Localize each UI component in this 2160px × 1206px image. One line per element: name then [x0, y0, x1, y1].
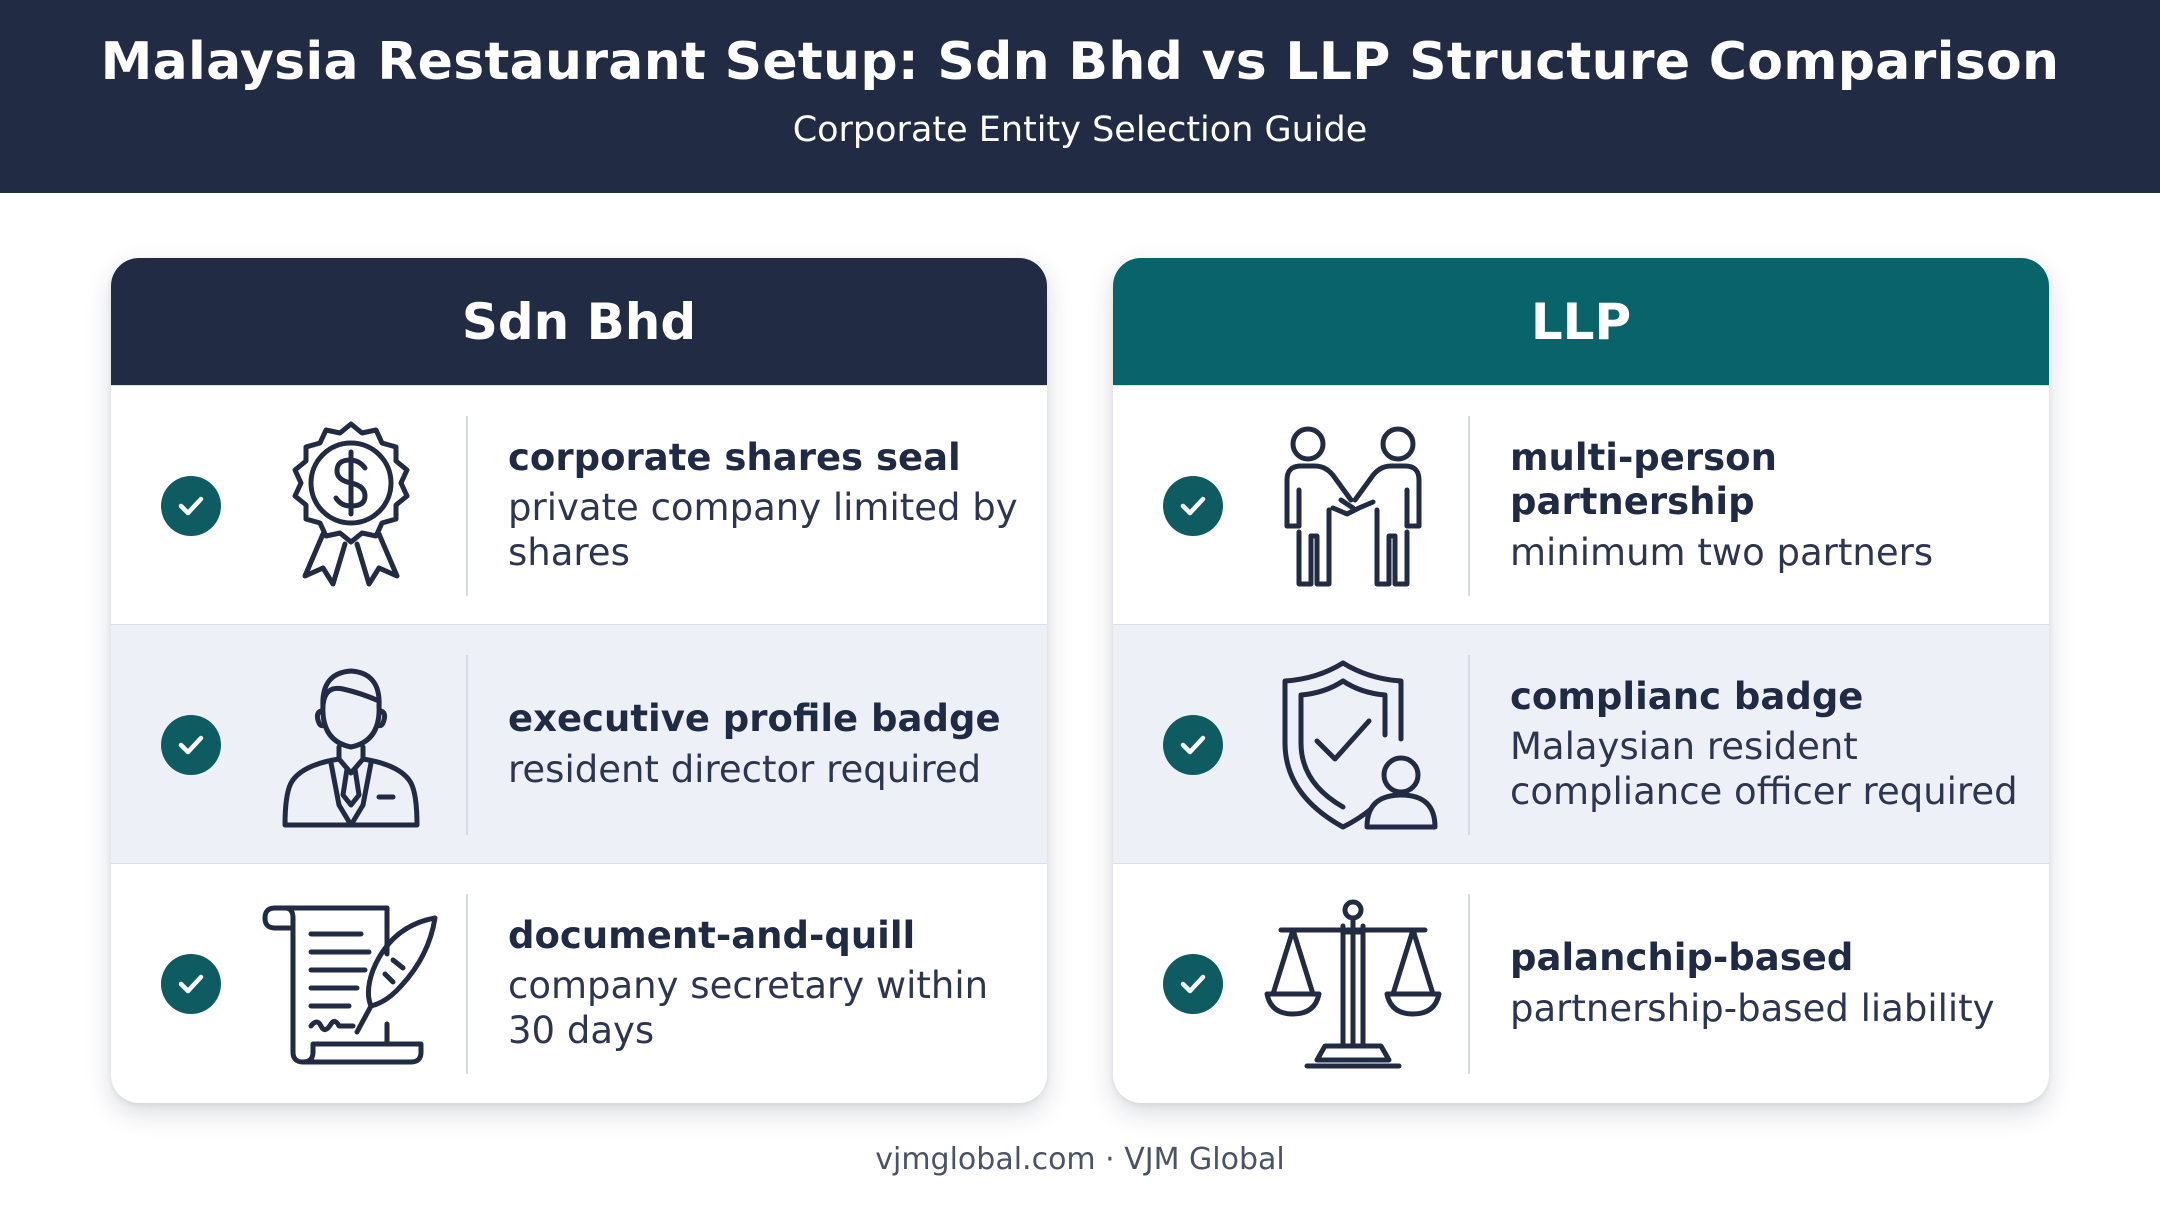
list-item: document-and-quill company secretary wit…: [111, 863, 1047, 1102]
row-description: resident director required: [508, 747, 982, 791]
list-item: complianc badge Malaysian resident compl…: [1113, 624, 2049, 863]
check-icon: [161, 476, 221, 536]
row-divider: [466, 894, 468, 1074]
row-divider: [466, 416, 468, 596]
row-description: partnership-based liability: [1510, 986, 1995, 1030]
list-item: corporate shares seal private company li…: [111, 385, 1047, 624]
row-divider: [1468, 416, 1470, 596]
list-item: multi-person partnership minimum two par…: [1113, 385, 2049, 624]
shield-check-person-icon: [1282, 660, 1438, 830]
check-icon: [1163, 476, 1223, 536]
check-icon: [161, 715, 221, 775]
document-quill-icon: [262, 905, 438, 1065]
check-icon: [161, 954, 221, 1014]
row-description: private company limited by shares: [508, 486, 1018, 574]
list-item: executive profile badge resident directo…: [111, 624, 1047, 863]
row-title: multi-person partnership: [1510, 435, 1777, 524]
row-divider: [1468, 894, 1470, 1074]
dollar-seal-icon: [292, 421, 410, 587]
row-divider: [466, 655, 468, 835]
page-title: Malaysia Restaurant Setup: Sdn Bhd vs LL…: [100, 32, 2060, 92]
row-divider: [1468, 655, 1470, 835]
llp-heading: LLP: [1113, 258, 2049, 385]
row-description: company secretary within 30 days: [508, 964, 989, 1052]
row-description: Malaysian resident compliance officer re…: [1510, 725, 2018, 813]
row-title: document-and-quill: [508, 913, 916, 957]
row-description: minimum two partners: [1510, 530, 1934, 574]
row-title: corporate shares seal: [508, 435, 961, 479]
sdn-bhd-card: Sdn Bhd corporate shares seal private co…: [111, 258, 1047, 1103]
page-subtitle: Corporate Entity Selection Guide: [792, 110, 1368, 150]
handshake-partners-icon: [1284, 426, 1422, 587]
row-title: palanchip-based: [1510, 936, 1854, 980]
check-icon: [1163, 715, 1223, 775]
row-title: complianc badge: [1510, 674, 1864, 718]
footer-credit: vjmglobal.com · VJM Global: [875, 1142, 1285, 1177]
row-title: executive profile badge: [508, 697, 1001, 741]
executive-profile-icon: [282, 668, 420, 828]
header-banner: Malaysia Restaurant Setup: Sdn Bhd vs LL…: [0, 0, 2160, 193]
llp-card: LLP multi-person partnership minimum two…: [1113, 258, 2049, 1103]
list-item: palanchip-based partnership-based liabil…: [1113, 863, 2049, 1102]
check-icon: [1163, 954, 1223, 1014]
balance-scale-icon: [1264, 899, 1442, 1069]
sdn-bhd-heading: Sdn Bhd: [111, 258, 1047, 385]
